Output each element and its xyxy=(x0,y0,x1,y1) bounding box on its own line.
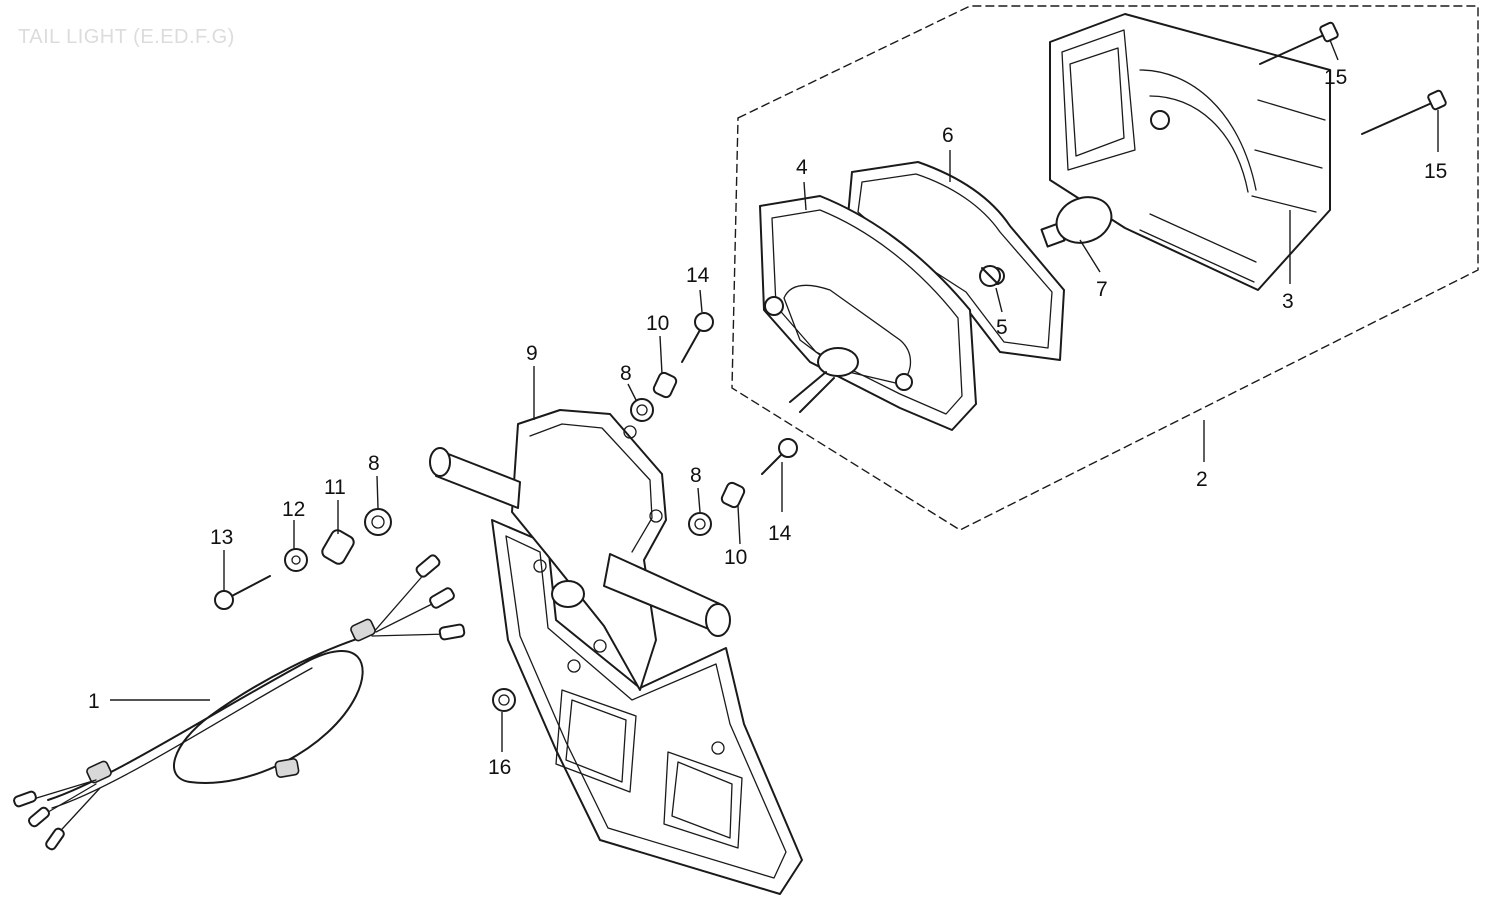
callout-8-middle: 8 xyxy=(690,464,702,487)
part-lens-housing xyxy=(1049,13,1331,291)
part-light-base xyxy=(759,195,977,431)
part-collar-10-upper xyxy=(652,371,678,399)
leader-lines xyxy=(110,39,1439,752)
callout-7: 7 xyxy=(1096,278,1108,301)
callout-5: 5 xyxy=(996,316,1008,339)
part-collar-11 xyxy=(321,529,355,565)
callout-15-upper: 15 xyxy=(1324,66,1347,89)
callout-10-lower: 10 xyxy=(724,546,747,569)
callout-2: 2 xyxy=(1196,468,1208,491)
part-nut-16 xyxy=(492,688,516,712)
part-nut-8-middle xyxy=(688,512,712,536)
callout-1: 1 xyxy=(88,690,100,713)
callout-10-upper: 10 xyxy=(646,312,669,335)
part-nut-8-upper xyxy=(630,398,654,422)
callout-3: 3 xyxy=(1282,290,1294,313)
callout-13: 13 xyxy=(210,526,233,549)
part-screw-lower xyxy=(1361,89,1447,135)
part-small-screw xyxy=(979,265,1001,287)
callout-15-lower: 15 xyxy=(1424,160,1447,183)
part-screw-14-upper xyxy=(681,312,714,363)
callout-14-upper: 14 xyxy=(686,264,710,287)
callout-16: 16 xyxy=(488,756,511,779)
part-screw-upper xyxy=(1259,21,1339,65)
part-wire-harness xyxy=(13,554,466,851)
callout-11: 11 xyxy=(324,476,346,499)
callout-12: 12 xyxy=(282,498,305,521)
callout-14-lower: 14 xyxy=(768,522,792,545)
part-bolt-13 xyxy=(214,575,271,610)
callout-6: 6 xyxy=(942,124,954,147)
part-collar-10-lower xyxy=(720,481,746,509)
callout-4: 4 xyxy=(796,156,808,179)
part-screw-14-lower xyxy=(761,438,798,475)
part-bulb xyxy=(1040,196,1113,248)
callout-8-upper: 8 xyxy=(620,362,632,385)
part-bracket xyxy=(429,409,803,895)
assembly-boundary xyxy=(731,5,1479,531)
callouts: 1 2 3 4 5 6 7 8 8 8 9 10 10 11 12 13 14 … xyxy=(88,66,1447,779)
part-washer-12 xyxy=(284,548,308,572)
diagram-title: TAIL LIGHT (E.ED.F.G) xyxy=(18,26,235,48)
part-nut-8-left xyxy=(364,508,392,536)
callout-9: 9 xyxy=(526,342,538,365)
callout-8-left: 8 xyxy=(368,452,380,475)
